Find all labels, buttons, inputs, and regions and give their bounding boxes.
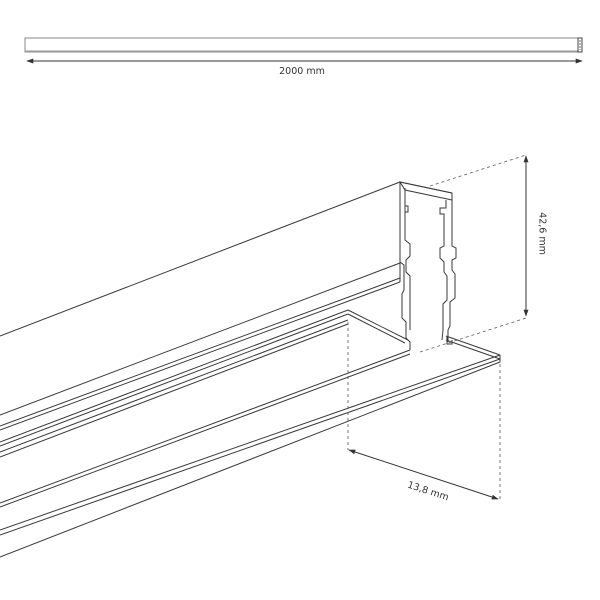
profile-cross-section [398,181,457,350]
profile-isometric-view [0,181,501,558]
height-dimension [419,154,529,353]
width-dimension [347,322,501,500]
length-label: 2000 mm [279,66,325,77]
height-label: 42,6 mm [536,212,548,255]
profile-top-view [24,37,583,53]
